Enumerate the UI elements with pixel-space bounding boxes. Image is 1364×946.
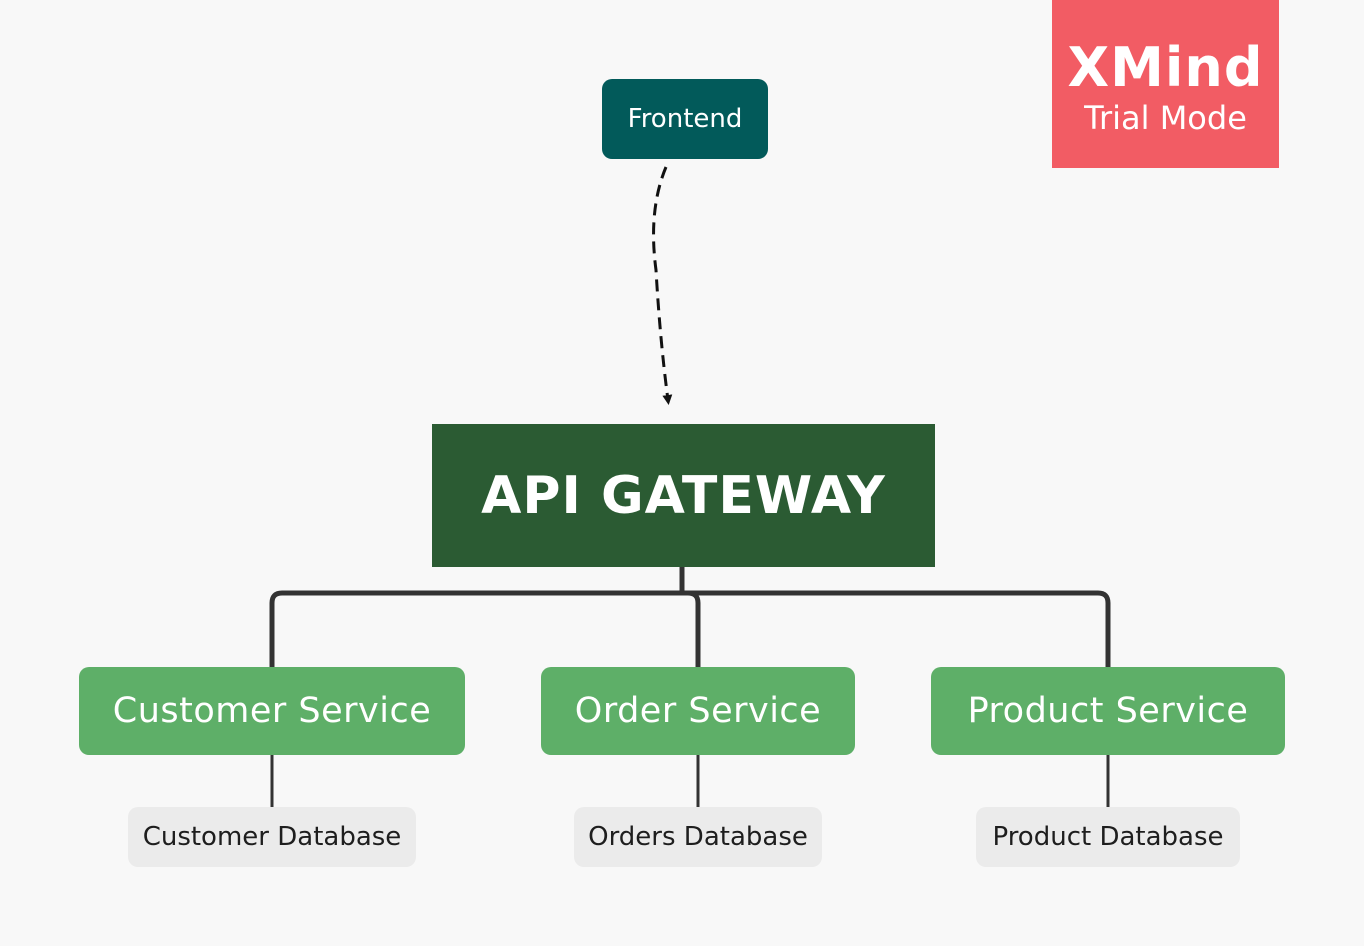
branch-product-line <box>682 590 1111 667</box>
product-service-node[interactable]: Product Service <box>931 667 1285 755</box>
frontend-to-gateway-arrow <box>652 166 673 405</box>
watermark-brand: XMind <box>1067 36 1264 99</box>
orders-database-node[interactable]: Orders Database <box>574 807 822 867</box>
branch-customer-line <box>269 590 682 667</box>
watermark-mode: Trial Mode <box>1084 99 1247 137</box>
frontend-node[interactable]: Frontend <box>602 79 768 159</box>
customer-service-node[interactable]: Customer Service <box>79 667 465 755</box>
product-database-node[interactable]: Product Database <box>976 807 1240 867</box>
order-service-node[interactable]: Order Service <box>541 667 855 755</box>
api-gateway-node[interactable]: API GATEWAY <box>432 424 935 567</box>
trial-watermark: XMind Trial Mode <box>1052 0 1279 168</box>
customer-database-node[interactable]: Customer Database <box>128 807 416 867</box>
branch-order-line <box>682 590 701 667</box>
